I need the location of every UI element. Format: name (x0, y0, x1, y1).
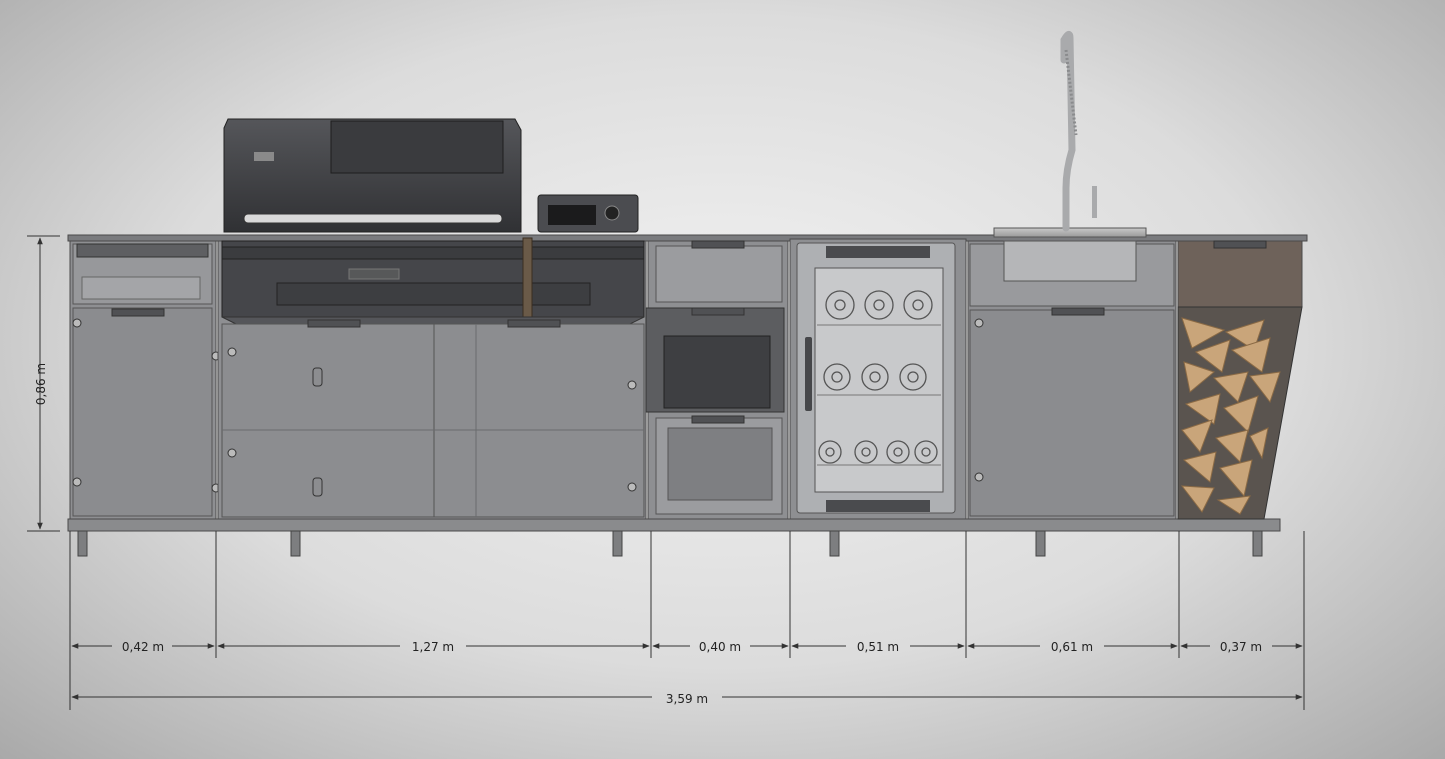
fridge-vent-top (826, 246, 930, 258)
segment-label: 0,61 m (1051, 640, 1093, 654)
hinge-icon (627, 482, 637, 492)
hinge-icon (227, 347, 237, 357)
segment-label: 0,51 m (857, 640, 899, 654)
grill-logo (348, 268, 400, 280)
cabinet-top (1177, 240, 1303, 308)
grill-body-stripe (221, 246, 645, 260)
door-grill-left[interactable] (221, 323, 435, 518)
faucet-lever[interactable] (1092, 186, 1097, 218)
door-handle-left[interactable] (111, 308, 165, 317)
drawer-3-inner (667, 427, 773, 501)
bottle-icon (899, 363, 927, 391)
drawer-2-handle[interactable] (691, 307, 745, 316)
grill-strap (522, 237, 533, 323)
module-firewood (1177, 240, 1303, 520)
control-knob-icon[interactable] (604, 205, 620, 221)
bottle-icon (914, 440, 938, 464)
bracket-icon (312, 367, 323, 387)
sink-door[interactable] (969, 309, 1175, 517)
door-handle-grill-right[interactable] (507, 319, 561, 328)
controller-display-icon (548, 205, 596, 225)
module-grill (217, 118, 647, 520)
module-drawers (645, 240, 789, 520)
module-sink (967, 31, 1177, 520)
door-grill-right[interactable] (433, 323, 645, 518)
segment-label: 0,40 m (699, 640, 741, 654)
bottle-icon (818, 440, 842, 464)
hinge-icon (72, 318, 82, 328)
grill-base-bevel (221, 316, 645, 325)
bottle-icon (825, 290, 855, 320)
sink-rim (993, 227, 1147, 238)
drawer-3-handle[interactable] (691, 415, 745, 424)
drawer-2-inner (663, 335, 771, 409)
module-wine-fridge (789, 238, 967, 520)
segment-label: 1,27 m (412, 640, 454, 654)
hinge-icon (227, 448, 237, 458)
firewood-logs (1180, 317, 1281, 515)
fridge-vent-bottom (826, 500, 930, 512)
grill-hood-handle[interactable] (243, 213, 503, 224)
segment-dimensions: 0,42 m 1,27 m 0,40 m 0,51 m 0,61 m 0,37 … (71, 640, 1303, 654)
sink-basin (1003, 240, 1137, 282)
door-left[interactable] (72, 307, 213, 517)
plinth (67, 518, 1281, 532)
hinge-icon (974, 472, 984, 482)
bottle-icon (864, 290, 894, 320)
height-dimension: 0,86 m (27, 235, 60, 532)
bottle-icon (854, 440, 878, 464)
door-handle-grill-left[interactable] (307, 319, 361, 328)
hinge-icon (72, 477, 82, 487)
grill-hood-panel (330, 120, 504, 174)
height-label: 0,86 m (34, 363, 48, 405)
drawer-1[interactable] (655, 245, 783, 303)
grill-drawer-front (276, 282, 591, 306)
module-storage-left (69, 240, 221, 520)
bottle-icon (823, 363, 851, 391)
cabinet-top-handle[interactable] (1213, 240, 1267, 249)
bottle-icon (903, 290, 933, 320)
segment-label: 0,37 m (1220, 640, 1262, 654)
hinge-icon (627, 380, 637, 390)
segment-label: 0,42 m (122, 640, 164, 654)
bottle-icon (886, 440, 910, 464)
drawer-handle[interactable] (76, 243, 209, 258)
wine-bottles (818, 290, 938, 464)
fridge-handle[interactable] (805, 337, 812, 411)
legs (77, 530, 1263, 557)
drawer-inner (81, 276, 201, 300)
bottle-icon (861, 363, 889, 391)
total-dimension: 3,59 m (71, 692, 1303, 706)
sink-door-handle[interactable] (1051, 307, 1105, 316)
drawer-1-handle[interactable] (691, 240, 745, 249)
extension-lines (69, 531, 1305, 710)
bracket-icon (312, 477, 323, 497)
grill-badge (254, 152, 274, 161)
total-label: 3,59 m (666, 692, 708, 706)
hinge-icon (974, 318, 984, 328)
